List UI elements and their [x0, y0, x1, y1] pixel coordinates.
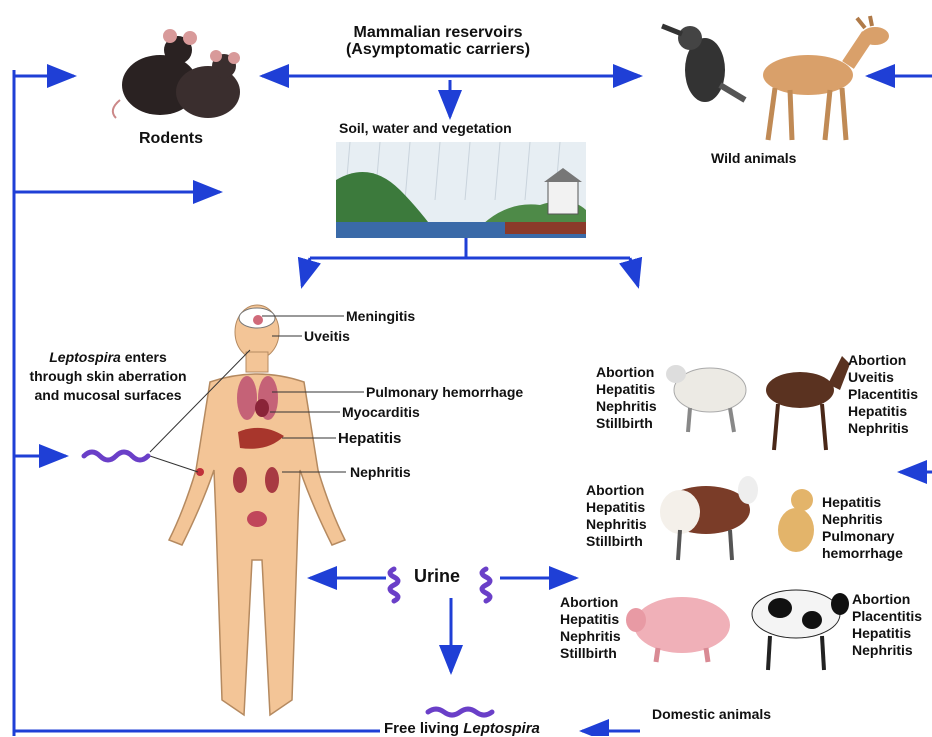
- bacterium-entry: [84, 452, 148, 460]
- goat-diseases: Abortion Hepatitis Nephritis Stillbirth: [586, 482, 647, 550]
- disease-item: Placentitis: [848, 386, 918, 403]
- disease-item: Hepatitis: [848, 403, 918, 420]
- cow-illustration: [752, 590, 849, 670]
- cow-diseases: Abortion Placentitis Hepatitis Nephritis: [852, 591, 922, 659]
- disease-item: Nephritis: [848, 420, 918, 437]
- bacterium-urine-left: [390, 569, 398, 601]
- wild-animals-label: Wild animals: [711, 150, 796, 167]
- free-italic: Leptospira: [463, 720, 540, 737]
- disease-item: hemorrhage: [822, 545, 903, 562]
- horse-diseases: Abortion Uveitis Placentitis Hepatitis N…: [848, 352, 918, 437]
- disease-item: Hepatitis: [822, 494, 903, 511]
- disease-item: Nephritis: [822, 511, 903, 528]
- bacterium-free-living: [428, 709, 492, 715]
- disease-item: Pulmonary: [822, 528, 903, 545]
- free-prefix: Free living: [384, 720, 463, 737]
- disease-item: Nephritis: [852, 642, 922, 659]
- meningitis-label: Meningitis: [346, 308, 415, 325]
- goat-illustration: [660, 476, 758, 560]
- disease-item: Abortion: [596, 364, 657, 381]
- arrow-to-domestic: [630, 258, 638, 286]
- disease-item: Nephritis: [586, 516, 647, 533]
- sheep-illustration: [666, 365, 746, 432]
- horse-illustration: [766, 356, 850, 450]
- rodents-illustration: [113, 29, 240, 118]
- pig-illustration: [626, 597, 730, 662]
- pig-diseases: Abortion Hepatitis Nephritis Stillbirth: [560, 594, 621, 662]
- dog-diseases: Hepatitis Nephritis Pulmonary hemorrhage: [822, 494, 903, 562]
- disease-item: Placentitis: [852, 608, 922, 625]
- disease-item: Stillbirth: [560, 645, 621, 662]
- disease-item: Abortion: [586, 482, 647, 499]
- disease-item: Hepatitis: [560, 611, 621, 628]
- disease-item: Hepatitis: [852, 625, 922, 642]
- myocarditis-label: Myocarditis: [342, 404, 420, 421]
- disease-item: Nephritis: [560, 628, 621, 645]
- reservoir-line2: (Asymptomatic carriers): [318, 41, 558, 58]
- environment-illustration: [336, 142, 586, 238]
- disease-item: Abortion: [852, 591, 922, 608]
- disease-item: Hepatitis: [586, 499, 647, 516]
- disease-item: Stillbirth: [596, 415, 657, 432]
- disease-item: Stillbirth: [586, 533, 647, 550]
- disease-item: Abortion: [560, 594, 621, 611]
- sheep-diseases: Abortion Hepatitis Nephritis Stillbirth: [596, 364, 657, 432]
- bacterium-urine-right: [482, 569, 490, 601]
- dog-illustration: [778, 489, 814, 552]
- entry-italic: Leptospira: [49, 349, 121, 365]
- entry-rest: enters: [121, 349, 167, 365]
- entry-line2: through skin aberration: [18, 367, 198, 386]
- entry-label: Leptospira enters through skin aberratio…: [18, 348, 198, 405]
- rodents-label: Rodents: [139, 130, 203, 147]
- urine-label: Urine: [414, 568, 460, 585]
- arrow-to-human: [302, 258, 310, 286]
- entry-line3: and mucosal surfaces: [18, 386, 198, 405]
- wild-animals-illustration: [662, 16, 889, 140]
- uveitis-label: Uveitis: [304, 328, 350, 345]
- reservoir-line1: Mammalian reservoirs: [318, 24, 558, 41]
- disease-item: Nephritis: [596, 398, 657, 415]
- environment-label: Soil, water and vegetation: [339, 120, 512, 137]
- reservoir-title: Mammalian reservoirs (Asymptomatic carri…: [318, 24, 558, 58]
- hepatitis-label: Hepatitis: [338, 430, 401, 447]
- nephritis-label: Nephritis: [350, 464, 411, 481]
- domestic-animals-label: Domestic animals: [652, 706, 771, 723]
- pulmonary-label: Pulmonary hemorrhage: [366, 384, 523, 401]
- disease-item: Hepatitis: [596, 381, 657, 398]
- free-living-label: Free living Leptospira: [384, 720, 540, 737]
- disease-item: Abortion: [848, 352, 918, 369]
- disease-item: Uveitis: [848, 369, 918, 386]
